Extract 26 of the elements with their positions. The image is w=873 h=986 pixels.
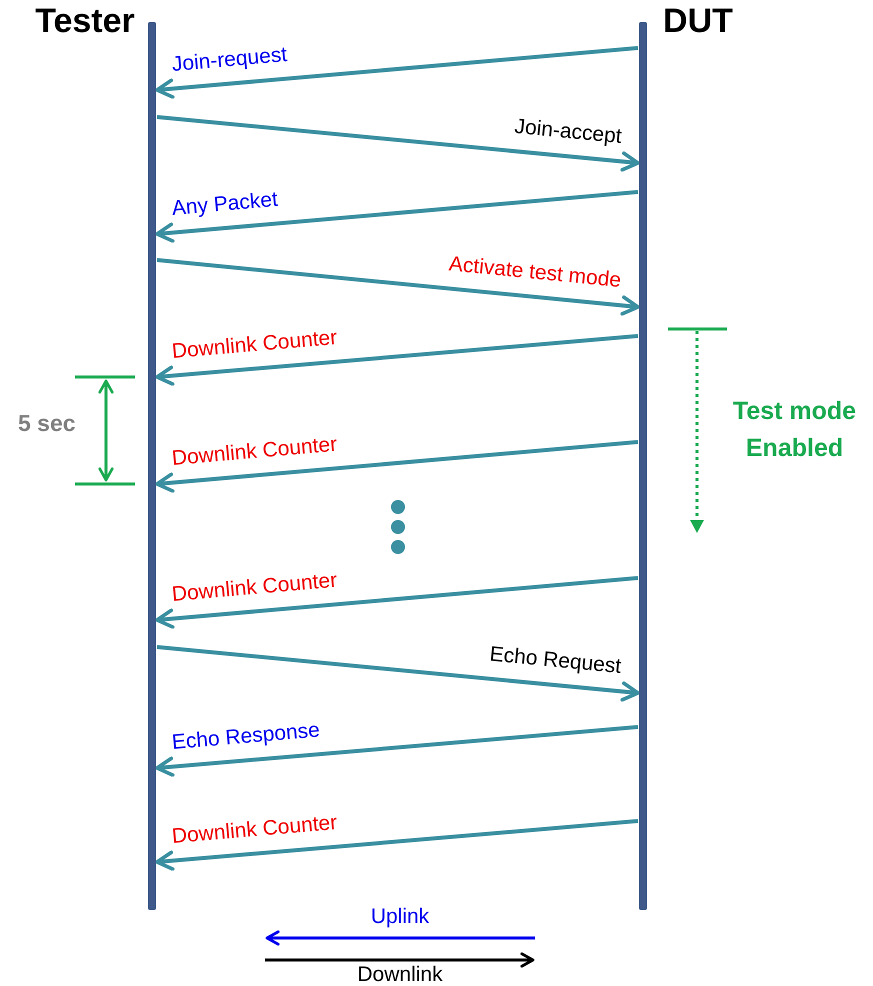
participant-label: DUT bbox=[662, 2, 734, 41]
message-arrow bbox=[155, 440, 638, 493]
message-label: Downlink Counter bbox=[170, 326, 338, 364]
duration-label: 5 sec bbox=[18, 410, 76, 437]
message-label: Downlink Counter bbox=[170, 432, 338, 471]
message-label: Echo Request bbox=[488, 642, 622, 680]
message-arrow bbox=[155, 46, 638, 99]
message-label: Activate test mode bbox=[448, 252, 622, 294]
message-arrow bbox=[156, 645, 640, 702]
message-arrow bbox=[155, 725, 638, 777]
participant-label: Tester bbox=[34, 2, 136, 41]
message-arrow bbox=[156, 258, 640, 316]
legend-label: Downlink bbox=[356, 963, 444, 986]
message-label: Downlink Counter bbox=[170, 568, 338, 607]
message-label: Echo Response bbox=[170, 718, 321, 755]
message-label: Downlink Counter bbox=[170, 810, 338, 849]
message-arrow bbox=[155, 576, 638, 629]
message-arrow bbox=[155, 334, 638, 386]
state-note: Test mode Enabled bbox=[732, 396, 858, 464]
legend-label: Uplink bbox=[370, 905, 430, 929]
message-label: Any Packet bbox=[170, 187, 279, 221]
message-arrow bbox=[155, 819, 638, 871]
message-label: Join-accept bbox=[513, 115, 622, 150]
message-arrow bbox=[156, 115, 640, 172]
message-label: Join-request bbox=[170, 42, 288, 77]
message-arrow bbox=[155, 190, 638, 243]
